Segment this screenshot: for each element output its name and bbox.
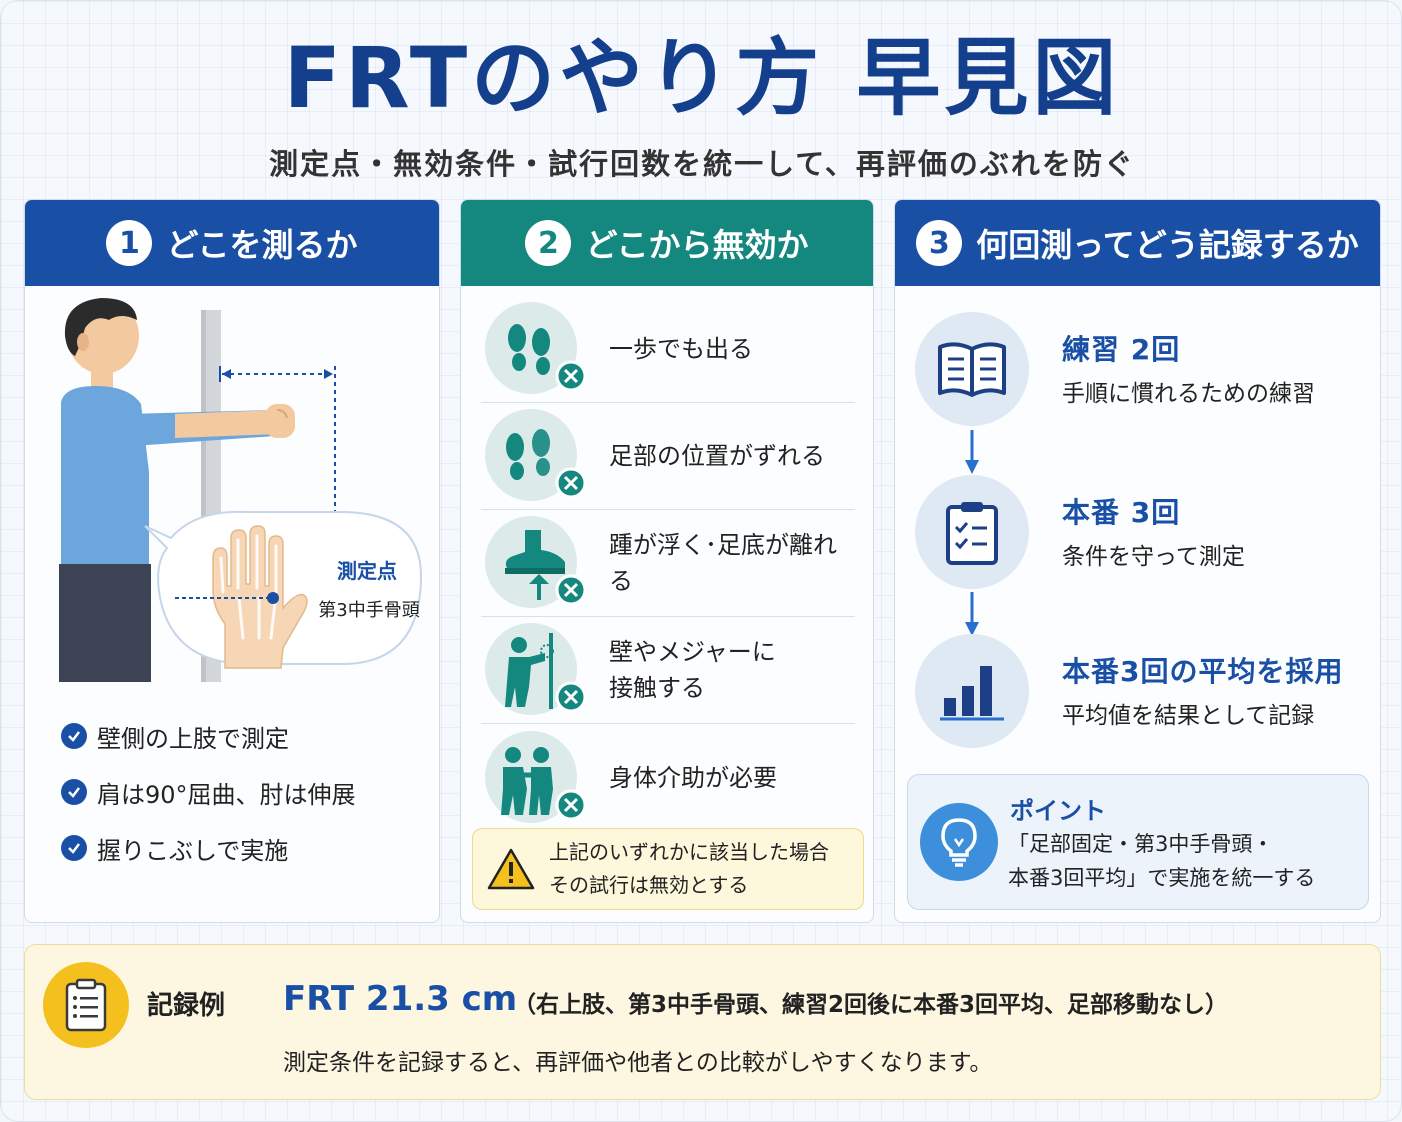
arrow-down-icon	[965, 592, 979, 636]
check-item-label: 握りこぶしで実施	[97, 836, 289, 865]
reach-illustration	[25, 286, 439, 706]
measurement-point-desc: 第3中手骨頭	[318, 600, 420, 621]
check-item-label: 肩は90°屈曲、肘は伸展	[97, 780, 356, 809]
step-practice: 練習 2回 手順に慣れるための練習	[915, 312, 1365, 430]
list-item: 踵が浮く･足底が離れる	[481, 510, 855, 617]
person-figure-icon	[59, 298, 295, 682]
step-title: 練習 2回	[1062, 333, 1181, 366]
invalid-condition-text: 一歩でも出る	[609, 335, 753, 363]
panel-where-to-measure: 1 どこを測るか	[24, 199, 440, 923]
invalid-condition-text: 身体介助が必要	[609, 763, 777, 792]
record-example-box: 記録例 FRT 21.3 cm （右上肢、第3中手骨頭、練習2回後に本番3回平均…	[24, 944, 1381, 1100]
step-title: 本番 3回	[1062, 496, 1181, 529]
panel1-header: 1 どこを測るか	[25, 200, 439, 286]
record-label: 記録例	[147, 991, 226, 1021]
check-item: 握りこぶしで実施	[61, 820, 356, 876]
checklist-icon	[915, 475, 1029, 589]
list-item: 足部の位置がずれる	[481, 403, 855, 510]
check-icon	[61, 779, 87, 805]
warning-icon	[487, 848, 535, 890]
invalid-condition-line: 壁やメジャーに 接触する	[609, 638, 776, 702]
panel3-heading: 何回測ってどう記録するか	[976, 226, 1359, 264]
page-subtitle: 測定点・無効条件・試行回数を統一して、再評価のぶれを防ぐ	[269, 147, 1135, 181]
panel2-header: 2 どこから無効か	[461, 200, 873, 286]
invalid-condition-text: 踵が浮く･足底が離れる	[609, 531, 837, 595]
step-number-badge: 2	[525, 220, 572, 266]
check-item: 肩は90°屈曲、肘は伸展	[61, 764, 356, 820]
footprints-shift-icon	[485, 409, 587, 503]
record-note: 測定条件を記録すると、再評価や他者との比較がしやすくなります。	[283, 1050, 993, 1076]
bar-chart-icon	[915, 634, 1029, 748]
book-icon	[915, 312, 1029, 426]
wall-contact-icon	[485, 623, 587, 717]
warning-box: 上記のいずれかに該当した場合 その試行は無効とする	[472, 828, 864, 910]
step-desc: 手順に慣れるための練習	[1062, 381, 1315, 407]
warning-line: その試行は無効とする	[549, 873, 749, 897]
list-item: 壁やメジャーに 接触する	[481, 617, 855, 724]
invalid-condition-text: 足部の位置がずれる	[609, 442, 825, 470]
record-conditions: （右上肢、第3中手骨頭、練習2回後に本番3回平均、足部移動なし）	[513, 992, 1229, 1018]
footprints-icon	[485, 302, 587, 396]
step-number-badge: 1	[106, 220, 153, 266]
check-item-label: 壁側の上肢で測定	[97, 724, 289, 753]
point-title: ポイント	[1010, 797, 1106, 825]
heel-raise-icon	[485, 516, 587, 610]
panel1-heading: どこを測るか	[166, 226, 358, 264]
step-title: 本番3回の平均を採用	[1062, 655, 1344, 688]
arrow-down-icon	[965, 430, 979, 474]
step-desc: 条件を守って測定	[1062, 544, 1245, 570]
check-list: 壁側の上肢で測定 肩は90°屈曲、肘は伸展 握りこぶしで実施	[61, 708, 356, 876]
record-value: FRT 21.3 cm	[283, 979, 518, 1019]
lightbulb-icon	[920, 803, 998, 881]
check-icon	[61, 835, 87, 861]
point-box: ポイント 「足部固定・第3中手骨頭・ 本番3回平均」で実施を統一する	[907, 774, 1369, 910]
point-line: 「足部固定・第3中手骨頭・	[1008, 832, 1274, 856]
step-main-trial: 本番 3回 条件を守って測定	[915, 475, 1365, 593]
invalid-condition-list: 一歩でも出る 足部の位置がずれる	[481, 296, 855, 831]
panel2-heading: どこから無効か	[585, 226, 809, 264]
point-line: 本番3回平均」で実施を統一する	[1008, 866, 1316, 890]
assist-icon	[485, 730, 587, 825]
check-item: 壁側の上肢で測定	[61, 708, 356, 764]
warning-line: 上記のいずれかに該当した場合	[549, 840, 829, 864]
step-average: 本番3回の平均を採用 平均値を結果として記録	[915, 634, 1365, 752]
list-item: 身体介助が必要	[481, 724, 855, 831]
page-title: FRTのやり方 早見図	[283, 29, 1121, 127]
panel-trials-and-record: 3 何回測ってどう記録するか 練習 2回 手順に慣れるための練習	[894, 199, 1381, 923]
clipboard-icon	[43, 962, 129, 1048]
panel3-header: 3 何回測ってどう記録するか	[895, 200, 1380, 286]
step-desc: 平均値を結果として記録	[1062, 703, 1315, 729]
list-item: 一歩でも出る	[481, 296, 855, 403]
hand-skeleton-icon	[175, 525, 308, 669]
panel-invalid-conditions: 2 どこから無効か 一歩でも出る	[460, 199, 874, 923]
invalid-condition-text: 壁やメジャーに 接触する	[609, 634, 776, 706]
measurement-point-label: 測定点	[337, 559, 397, 583]
step-number-badge: 3	[916, 220, 963, 266]
check-icon	[61, 723, 87, 749]
